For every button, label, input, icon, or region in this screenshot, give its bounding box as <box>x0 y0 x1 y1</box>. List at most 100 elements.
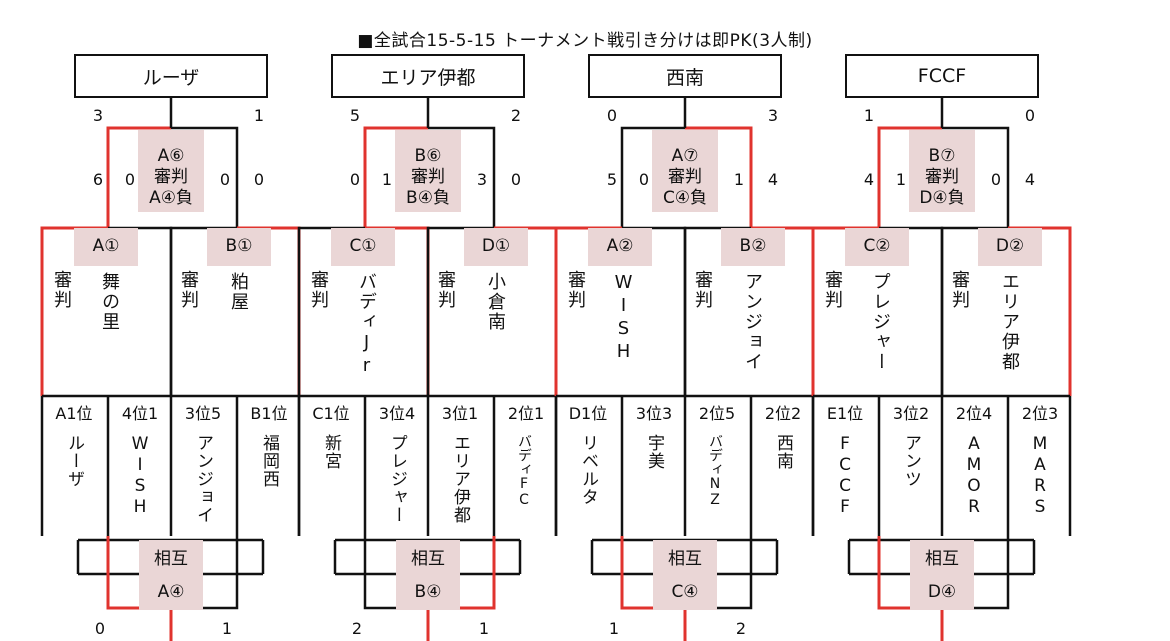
final-team-box-3: 西南 <box>588 54 782 98</box>
page-title: ■全試合15-5-15 トーナメント戦引き分けは即PK(3人制) <box>357 31 813 51</box>
rank-label: D1位 <box>568 404 608 423</box>
semi-bracket-left <box>106 126 171 228</box>
bottom-match-label: C④ <box>671 582 699 602</box>
mid-score: 0 <box>349 170 361 189</box>
match-label: 審判 <box>411 167 445 187</box>
semi-bracket-left <box>877 126 942 228</box>
mid-score: 5 <box>606 170 618 189</box>
referee-label: 審判 <box>565 270 586 310</box>
top-score-left: 0 <box>606 106 618 125</box>
semi-bracket-right <box>942 126 1010 228</box>
referee-label: 審判 <box>949 270 970 310</box>
top-score-right: 3 <box>767 106 779 125</box>
final-team-box-1: ルーザ <box>74 54 268 98</box>
rank-label: 2位1 <box>507 404 545 423</box>
seed-highlight <box>721 228 785 266</box>
seed-highlight <box>331 228 395 266</box>
semi-team-name: バディJr <box>356 272 377 378</box>
referee-label: 審判 <box>692 270 713 310</box>
team-name: 福岡西 <box>259 434 279 488</box>
seed-label-left: C② <box>863 236 891 256</box>
mutual-highlight <box>396 540 460 610</box>
team-name: リベルタ <box>578 434 598 506</box>
match-label: 審判 <box>668 167 702 187</box>
team-name: AMOR <box>964 434 984 518</box>
seed-label-right: B② <box>739 236 767 256</box>
seed-highlight <box>207 228 271 266</box>
match-highlight <box>395 130 461 212</box>
semi-team-name: アンジョイ <box>742 272 763 372</box>
rank-label: 3位1 <box>441 404 479 423</box>
semi-team-name: WISH <box>613 272 634 364</box>
rank-label: 2位4 <box>955 404 993 423</box>
semi-bracket-right <box>428 126 496 228</box>
semi-team-name: プレジャー <box>870 272 891 372</box>
match-label: D④負 <box>919 188 965 208</box>
match-label: B⑦ <box>928 146 956 166</box>
mutual-highlight <box>139 540 203 610</box>
match-label: B⑥ <box>414 146 442 166</box>
match-label: A⑦ <box>671 146 699 166</box>
team-name: アンツ <box>901 434 921 488</box>
team-name: 西南 <box>773 434 793 470</box>
mid-score: 3 <box>476 170 488 189</box>
team-name: WISH <box>130 434 150 518</box>
top-score-left: 3 <box>92 106 104 125</box>
mid-score: 1 <box>733 170 745 189</box>
top-score-right: 0 <box>1024 106 1036 125</box>
referee-label: 審判 <box>435 270 456 310</box>
rank-label: 2位2 <box>764 404 802 423</box>
rank-label: 2位5 <box>698 404 736 423</box>
final-team-box-4: FCCF <box>845 54 1039 98</box>
mutual-highlight <box>910 540 974 610</box>
mid-score: 4 <box>1024 170 1036 189</box>
referee-label: 審判 <box>308 270 329 310</box>
rank-label: A1位 <box>55 404 93 423</box>
semi-team-name: 舞の里 <box>99 272 120 332</box>
rank-label: 3位2 <box>892 404 930 423</box>
rank-label: E1位 <box>826 404 864 423</box>
seed-label-left: A② <box>606 236 634 256</box>
referee-label: 審判 <box>822 270 843 310</box>
bottom-match-label: B④ <box>414 582 442 602</box>
bottom-score-right: 1 <box>478 619 490 638</box>
mid-score: 0 <box>124 170 136 189</box>
seed-highlight <box>74 228 138 266</box>
top-score-left: 5 <box>349 106 361 125</box>
team-name: 宇美 <box>644 434 664 470</box>
bottom-score-right: 2 <box>735 619 747 638</box>
seed-label-right: D① <box>481 236 511 256</box>
team-name: ルーザ <box>64 434 84 488</box>
seed-label-right: B① <box>225 236 253 256</box>
semi-team-name: 粕屋 <box>228 272 249 312</box>
bottom-score-left: 2 <box>351 619 363 638</box>
semi-bracket-left <box>620 126 685 228</box>
mid-score: 4 <box>767 170 779 189</box>
mid-score: 1 <box>895 170 907 189</box>
mid-score: 0 <box>638 170 650 189</box>
bottom-score-left: 1 <box>608 619 620 638</box>
mutual-label: 相互 <box>925 549 959 569</box>
mutual-highlight <box>653 540 717 610</box>
mid-score: 1 <box>381 170 393 189</box>
top-score-left: 1 <box>863 106 875 125</box>
team-name: 新宮 <box>321 434 341 470</box>
mutual-label: 相互 <box>154 549 188 569</box>
match-highlight <box>652 130 718 212</box>
rank-label: 3位5 <box>184 404 222 423</box>
mid-score: 0 <box>253 170 265 189</box>
match-label: B④負 <box>406 188 450 208</box>
team-name: MARS <box>1030 434 1050 518</box>
rank-label: 2位3 <box>1021 404 1059 423</box>
match-label: A⑥ <box>157 146 185 166</box>
bottom-match-label: A④ <box>157 582 185 602</box>
mid-score: 0 <box>990 170 1002 189</box>
match-label: A④負 <box>149 188 193 208</box>
top-score-right: 1 <box>253 106 265 125</box>
semi-bracket-right <box>685 126 753 228</box>
bottom-match-label: D④ <box>927 582 957 602</box>
rank-label: 4位1 <box>121 404 159 423</box>
semi-team-name: 小倉南 <box>485 272 506 332</box>
match-highlight <box>138 130 204 212</box>
